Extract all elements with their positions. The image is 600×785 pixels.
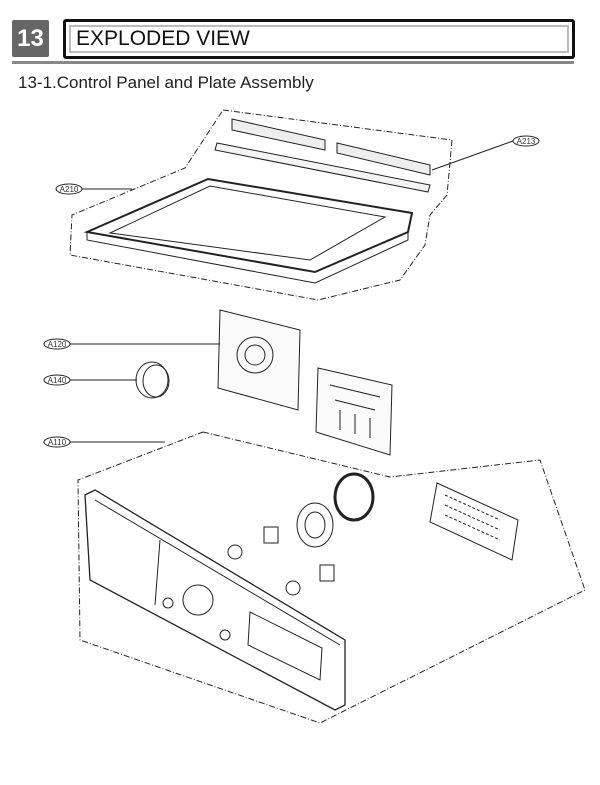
section-title: EXPLODED VIEW	[76, 27, 250, 50]
svg-text:A140: A140	[48, 376, 67, 385]
svg-text:A210: A210	[60, 185, 79, 194]
svg-text:A110: A110	[48, 438, 67, 447]
section-title-box: EXPLODED VIEW	[63, 19, 575, 59]
svg-text:A213: A213	[517, 137, 536, 146]
knob	[135, 361, 170, 399]
callout-a210: A210	[55, 183, 132, 195]
section-number: 13	[12, 20, 49, 57]
callout-a213: A213	[431, 135, 540, 171]
plate-assembly	[69, 109, 453, 301]
svg-text:A120: A120	[48, 340, 67, 349]
callout-a110: A110	[43, 436, 165, 448]
divider	[12, 61, 574, 64]
callout-a140: A140	[43, 374, 137, 386]
control-panel-assembly	[77, 431, 586, 724]
callout-a120: A120	[43, 338, 220, 350]
subsection-title: 13-1.Control Panel and Plate Assembly	[18, 73, 314, 92]
pcb-holder	[217, 309, 393, 456]
